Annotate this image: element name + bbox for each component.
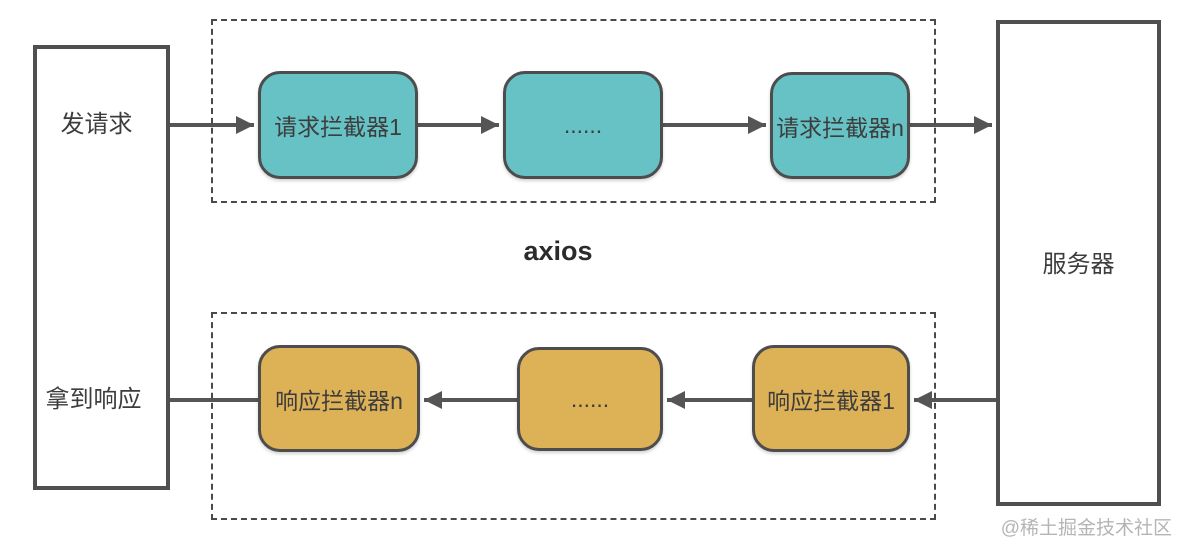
request-interceptor-ellipsis-node: ...... xyxy=(503,71,663,179)
axios-title: axios xyxy=(523,236,593,266)
client-request-label: 发请求 xyxy=(60,111,133,138)
server-box xyxy=(996,20,1161,506)
client-response-label: 拿到响应 xyxy=(45,386,142,413)
response-interceptor-1-node: 响应拦截器1 xyxy=(752,345,910,452)
server-label: 服务器 xyxy=(1042,251,1115,278)
request-interceptor-1-node: 请求拦截器1 xyxy=(258,71,418,179)
request-pipeline-container xyxy=(211,19,936,203)
client-box xyxy=(33,45,170,490)
response-pipeline-container xyxy=(211,312,936,520)
response-interceptor-ellipsis-node: ...... xyxy=(517,347,663,451)
watermark: @稀土掘金技术社区 xyxy=(1000,518,1172,539)
request-interceptor-n-node: 请求拦截器n xyxy=(770,72,910,179)
response-interceptor-n-node: 响应拦截器n xyxy=(258,345,420,452)
